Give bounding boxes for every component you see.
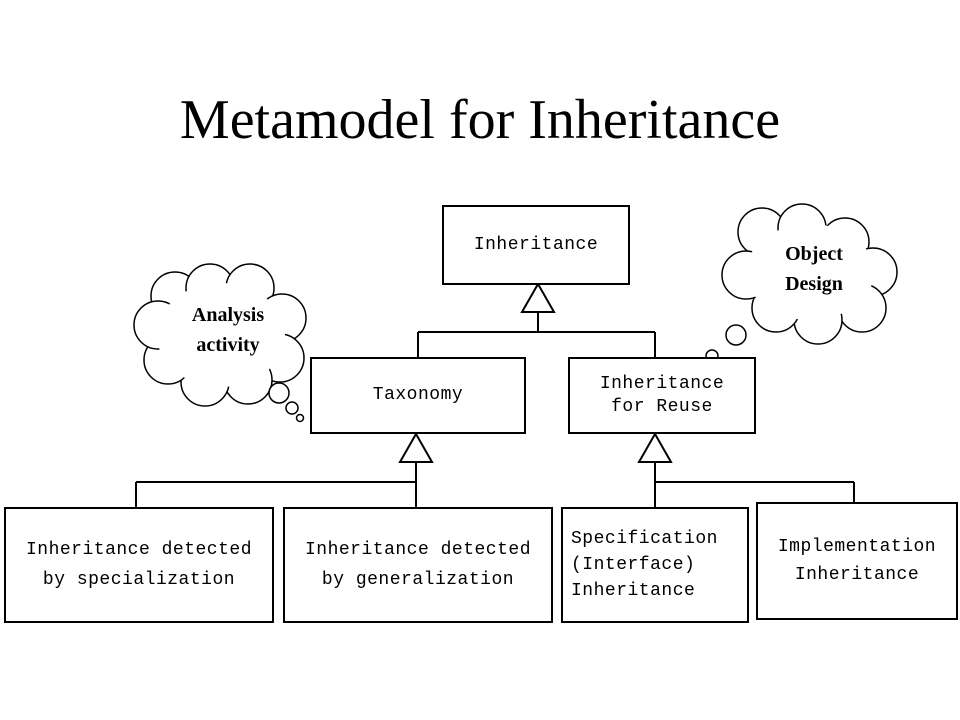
inheritance-for-reuse-label: Inheritance for Reuse: [599, 374, 725, 417]
inheritance-label: Inheritance: [473, 234, 599, 255]
inheritance-for-reuse-box: Inheritance for Reuse: [568, 357, 756, 434]
analysis-cloud-label: Analysis activity: [191, 304, 265, 356]
specification-inheritance-label: Specification (Interface) Inheritance: [571, 529, 718, 601]
implementation-inheritance-box: Implementation Inheritance: [756, 502, 958, 620]
page-title: Metamodel for Inheritance: [179, 89, 781, 151]
generalization-triangle: [398, 431, 434, 463]
generalization-box: Inheritance detected by generalization: [283, 507, 553, 623]
generalization-triangle: [520, 281, 556, 313]
inheritance-box: Inheritance: [442, 205, 630, 285]
specification-inheritance-box: Specification (Interface) Inheritance: [561, 507, 749, 623]
design-cloud-label: Object Design: [785, 243, 843, 295]
thought-bubble-circle: [285, 401, 299, 415]
thought-bubble-circle: [725, 324, 747, 346]
generalization-label: Inheritance detected by generalization: [304, 540, 532, 590]
thought-bubble-circle: [295, 413, 305, 423]
specialization-label: Inheritance detected by specialization: [25, 540, 253, 590]
taxonomy-label: Taxonomy: [372, 385, 464, 406]
specialization-box: Inheritance detected by specialization: [4, 507, 274, 623]
implementation-inheritance-label: Implementation Inheritance: [777, 537, 937, 585]
generalization-triangle: [637, 431, 673, 463]
thought-bubble-circle: [268, 382, 290, 404]
taxonomy-box: Taxonomy: [310, 357, 526, 434]
